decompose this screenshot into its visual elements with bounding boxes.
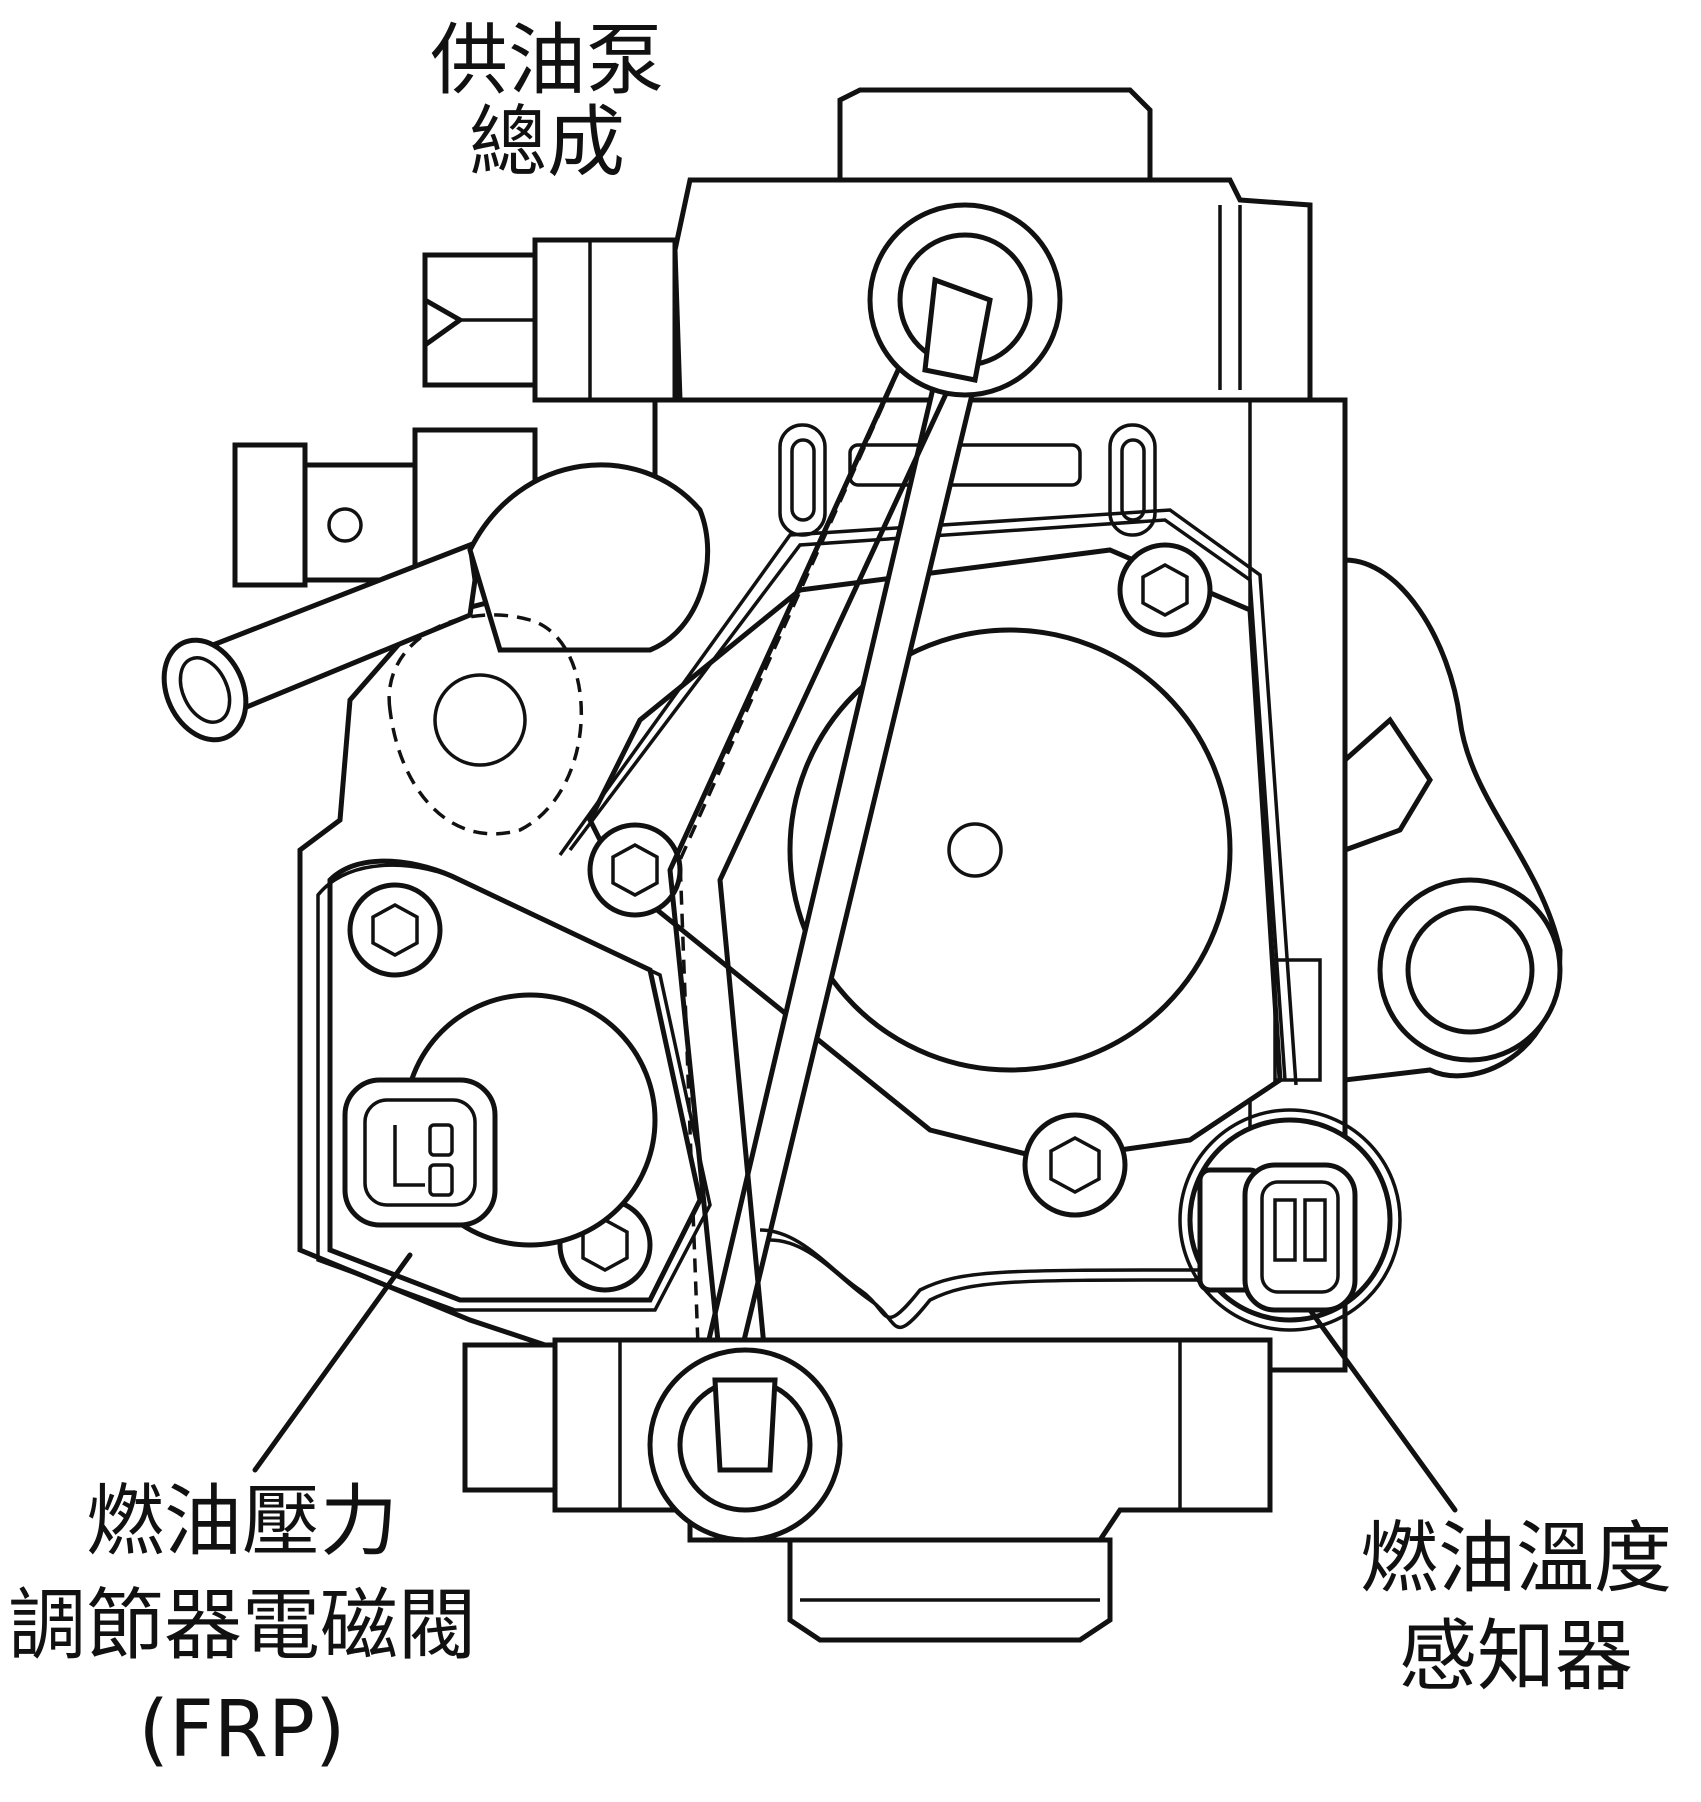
- label-line: 感知器: [1399, 1612, 1634, 1702]
- frp-solenoid: [316, 858, 712, 1312]
- top-left-fitting: [422, 237, 678, 403]
- top-slots: [778, 423, 1157, 537]
- fuel-temp-sensor: [1178, 1108, 1402, 1332]
- label-line: 總成: [469, 98, 626, 188]
- left-pipe-fitting: [161, 427, 711, 836]
- central-flange: [558, 508, 1298, 1218]
- label-line: 燃油溫度: [1360, 1514, 1673, 1604]
- leader-lines: [252, 1252, 1458, 1513]
- label-frp-solenoid: 燃油壓力 調節器電磁閥 (FRP): [8, 1470, 476, 1782]
- right-bracket: [1273, 557, 1563, 1083]
- label-fuel-pump-assembly: 供油泵 總成: [430, 20, 664, 184]
- label-fuel-temp-sensor: 燃油溫度 感知器: [1360, 1510, 1672, 1706]
- label-line: 調節器電磁閥: [8, 1581, 477, 1671]
- label-line: 供油泵: [430, 16, 665, 106]
- label-line: 燃油壓力: [86, 1477, 399, 1567]
- lower-gasket-edge: [759, 1228, 1201, 1330]
- fuel-line-tube: [667, 202, 1063, 1445]
- frp-leader-line: [252, 1252, 413, 1473]
- temp-sensor-leader-line: [1307, 1307, 1458, 1513]
- pump-bottom-cap: [462, 1337, 1273, 1643]
- label-line: (FRP): [138, 1685, 346, 1775]
